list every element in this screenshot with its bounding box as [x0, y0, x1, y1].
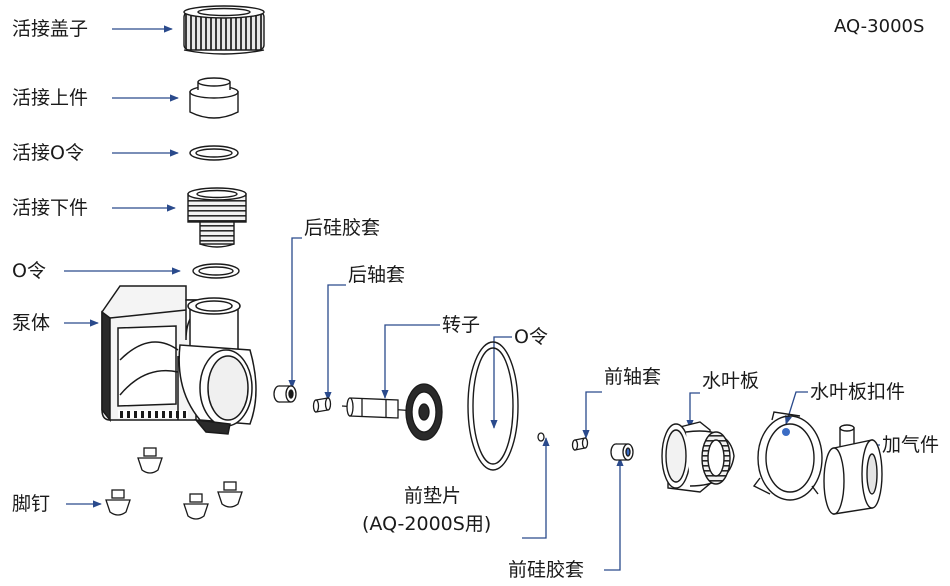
arrow-rear-sleeve [288, 237, 302, 389]
label-impeller-clip: 水叶板扣件 [810, 381, 906, 403]
label-union-upper: 活接上件 [12, 87, 89, 109]
label-union-oring: 活接O令 [12, 142, 84, 164]
label-rotor: 转子 [442, 314, 481, 336]
front-sleeve-part [610, 443, 634, 461]
feet-part [105, 447, 243, 520]
oring-top-part [192, 263, 240, 279]
arrow-rear-bushing [324, 284, 346, 401]
label-front-bushing: 前轴套 [604, 366, 662, 388]
air-inlet-part [823, 424, 883, 515]
union-upper-part [189, 77, 239, 119]
union-oring-part [189, 145, 239, 161]
label-feet: 脚钉 [12, 493, 51, 515]
oring-mid-part [467, 341, 519, 471]
label-pump-body: 泵体 [12, 312, 51, 334]
foot-4 [217, 481, 243, 508]
label-union-lower: 活接下件 [12, 197, 89, 219]
label-impeller-plate: 水叶板 [702, 370, 760, 392]
label-front-sleeve: 前硅胶套 [508, 559, 585, 581]
label-air-inlet: 加气件 [882, 434, 940, 456]
rear-bushing-part [312, 397, 332, 413]
union-lower-part [187, 187, 247, 248]
pump-body-part [101, 285, 257, 435]
label-rear-bushing: 后轴套 [348, 264, 406, 286]
arrow-front-bushing [582, 391, 602, 439]
leader-arrows [64, 25, 880, 571]
label-rear-sleeve: 后硅胶套 [304, 217, 381, 239]
impeller-plate-part [661, 421, 735, 493]
union-cap-part [183, 5, 265, 55]
arrow-impeller-plate [686, 392, 700, 429]
label-oring-mid: O令 [514, 326, 548, 348]
label-union-cap: 活接盖子 [12, 18, 89, 40]
arrow-front-sleeve [604, 457, 624, 571]
front-bushing-part [571, 437, 589, 451]
foot-2 [137, 447, 163, 474]
model-title: AQ-3000S [834, 16, 925, 37]
label-front-washer: 前垫片 [404, 485, 462, 507]
label-oring-top: O令 [12, 260, 46, 282]
foot-3 [183, 493, 209, 520]
foot-1 [105, 489, 131, 516]
arrow-oring-mid [490, 336, 512, 429]
arrow-rotor [381, 324, 440, 399]
rotor-part [341, 383, 443, 441]
arrow-front-washer [522, 437, 550, 539]
arrow-impeller-clip [784, 391, 808, 425]
label-front-washer-note: (AQ-2000S用) [362, 513, 492, 535]
rear-sleeve-part [273, 385, 297, 403]
front-washer-part [537, 432, 545, 442]
impeller-clip-part [752, 411, 823, 501]
